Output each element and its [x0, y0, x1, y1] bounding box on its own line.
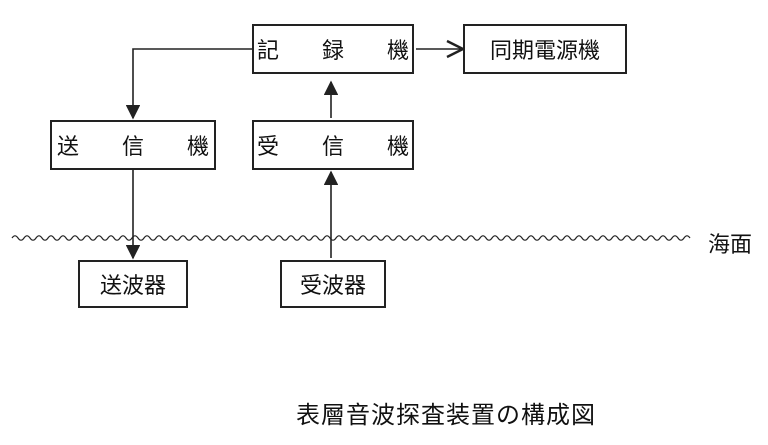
receiver-box: 受 信 機: [252, 120, 414, 170]
recorder-to-transmitter-line: [125, 48, 252, 120]
sync-power-box: 同期電源機: [463, 24, 627, 74]
tx-transducer-box: 送波器: [78, 260, 188, 308]
rx-transducer-box: 受波器: [280, 260, 386, 308]
sea-surface-label: 海面: [708, 233, 753, 258]
recorder-box: 記 録 機: [252, 24, 414, 74]
sea-surface-wave: [11, 235, 691, 241]
figure-caption: 表層音波探査装置の構成図: [296, 401, 596, 429]
transmitter-box: 送 信 機: [50, 120, 216, 170]
